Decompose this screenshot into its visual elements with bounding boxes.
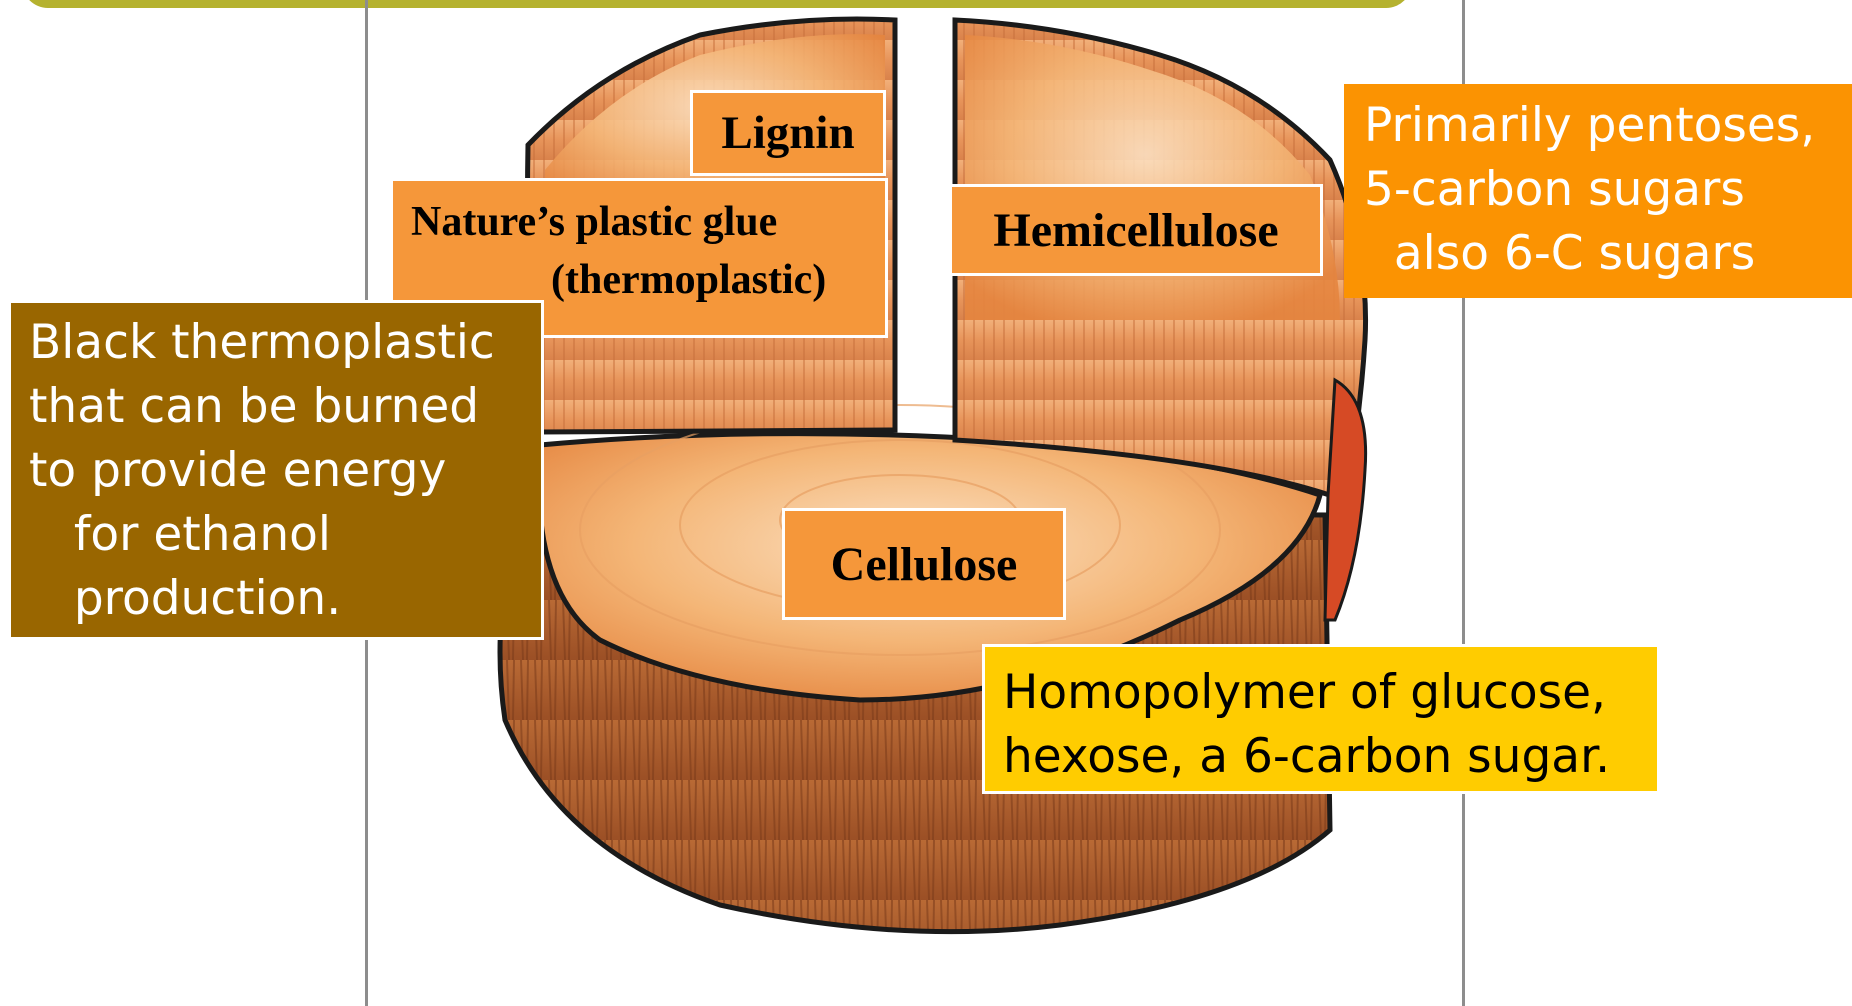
hemicellulose-description-box: Primarily pentoses, 5-carbon sugars also… <box>1344 84 1852 298</box>
lignin-label: Lignin <box>690 90 886 176</box>
hemicellulose-top-face <box>965 35 1340 320</box>
cellulose-description-box: Homopolymer of glucose, hexose, a 6-carb… <box>982 644 1660 794</box>
cellulose-label: Cellulose <box>782 508 1066 620</box>
hemicellulose-label: Hemicellulose <box>949 184 1323 276</box>
plastic-glue-line-1: Nature’s plastic glue <box>411 199 777 245</box>
lignin-description-box: Black thermoplastic that can be burned t… <box>8 300 544 640</box>
